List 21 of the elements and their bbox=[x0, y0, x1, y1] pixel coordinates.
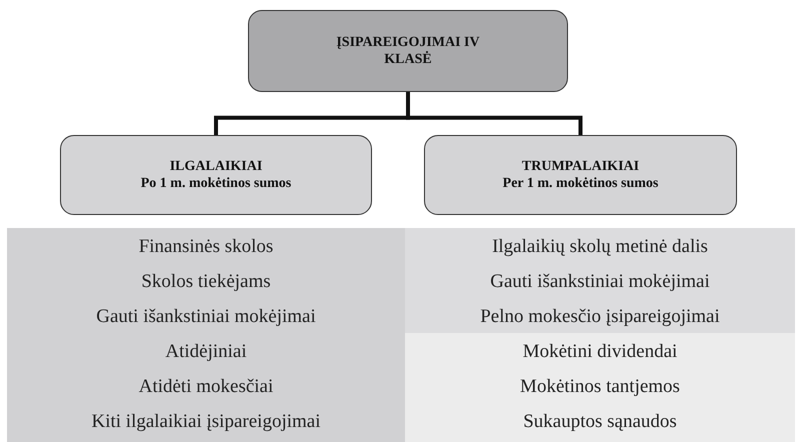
list-item: Gauti išankstiniai mokėjimai bbox=[489, 271, 711, 293]
box-title: TRUMPALAIKIAI bbox=[522, 158, 640, 175]
list-item: Skolos tiekėjams bbox=[140, 271, 272, 293]
rounded-box bbox=[248, 10, 568, 92]
list-item: Mokėtini dividendai bbox=[522, 341, 678, 363]
box-title: ILGALAIKIAI bbox=[170, 158, 262, 175]
rounded-box bbox=[60, 135, 372, 215]
list-item: Pelno mokesčio įsipareigojimai bbox=[479, 306, 721, 328]
box-subtitle: Po 1 m. mokėtinos sumos bbox=[140, 175, 292, 192]
list-item: Kiti ilgalaikiai įsipareigojimai bbox=[90, 411, 322, 433]
list-item: Atidėjiniai bbox=[164, 341, 248, 363]
list-item: Gauti išankstiniai mokėjimai bbox=[95, 306, 317, 328]
rounded-box bbox=[424, 135, 737, 215]
list-item: Sukauptos sąnaudos bbox=[522, 411, 678, 433]
list-item: Ilgalaikių skolų metinė dalis bbox=[491, 236, 709, 258]
connector-line bbox=[406, 92, 582, 135]
box-subtitle: Per 1 m. mokėtinos sumos bbox=[502, 175, 658, 192]
box-title: ĮSIPAREIGOJIMAI IV KLASĖ bbox=[335, 34, 481, 68]
list-item: Finansinės skolos bbox=[138, 236, 274, 258]
list-item: Mokėtinos tantjemos bbox=[519, 376, 681, 398]
list-item: Atidėti mokesčiai bbox=[138, 376, 274, 398]
